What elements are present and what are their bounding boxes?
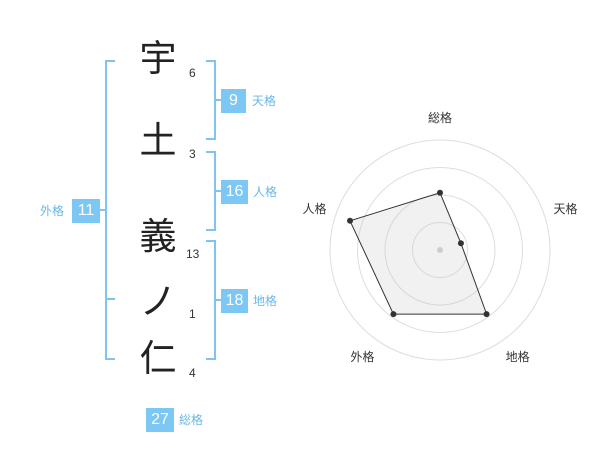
chikaku-label: 地格 bbox=[253, 294, 278, 308]
tenkaku-bracket-tick bbox=[216, 99, 221, 101]
radar-axis-label-5: 人格 bbox=[302, 201, 326, 216]
jinkaku-label: 人格 bbox=[253, 185, 278, 199]
stroke-count-2: 3 bbox=[189, 147, 196, 161]
chikaku-value-badge: 18 bbox=[221, 289, 248, 313]
radar-axis-label-3: 地格 bbox=[506, 349, 530, 364]
name-char-3: 義 bbox=[139, 215, 177, 258]
gaikaku-value-badge: 11 bbox=[72, 199, 100, 223]
gaikaku-label: 外格 bbox=[40, 204, 65, 218]
stroke-count-4: 1 bbox=[189, 307, 196, 321]
soukaku-label: 総格 bbox=[179, 413, 204, 427]
jinkaku-value-badge: 16 bbox=[221, 180, 248, 204]
radar-point-3 bbox=[483, 311, 490, 318]
radar-point-4 bbox=[390, 311, 397, 318]
gaikaku-bracket-mid-tick bbox=[105, 298, 115, 300]
gaikaku-bracket-tick bbox=[100, 209, 105, 211]
tenkaku-bracket bbox=[206, 60, 216, 140]
stroke-count-1: 6 bbox=[189, 66, 196, 80]
tenkaku-value-badge: 9 bbox=[221, 89, 246, 113]
name-char-2: 土 bbox=[139, 119, 177, 162]
chikaku-bracket bbox=[206, 240, 216, 360]
jinkaku-bracket-tick bbox=[216, 190, 221, 192]
radar-area bbox=[349, 192, 488, 315]
radar-point-1 bbox=[437, 189, 443, 196]
name-char-1: 宇 bbox=[139, 37, 177, 80]
chikaku-bracket-tick bbox=[216, 299, 221, 301]
soukaku-value-badge: 27 bbox=[146, 408, 174, 432]
radar-ring-1 bbox=[412, 222, 468, 278]
radar-axis-label-4: 外格 bbox=[350, 349, 374, 364]
radar-axis-label-2: 天格 bbox=[553, 201, 577, 216]
radar-ring-3 bbox=[357, 167, 523, 333]
stroke-count-3: 13 bbox=[186, 247, 200, 261]
name-char-4: ノ bbox=[139, 280, 177, 323]
radar-ring-4 bbox=[329, 139, 551, 361]
radar-point-5 bbox=[347, 217, 354, 224]
name-char-5: 仁 bbox=[139, 337, 177, 380]
radar-center-dot bbox=[437, 247, 443, 253]
stroke-count-5: 4 bbox=[189, 366, 196, 380]
jinkaku-bracket bbox=[206, 151, 216, 231]
radar-point-2 bbox=[457, 240, 464, 247]
radar-axis-label-1: 総格 bbox=[428, 110, 452, 125]
tenkaku-label: 天格 bbox=[252, 94, 277, 108]
gaikaku-bracket bbox=[105, 60, 115, 360]
